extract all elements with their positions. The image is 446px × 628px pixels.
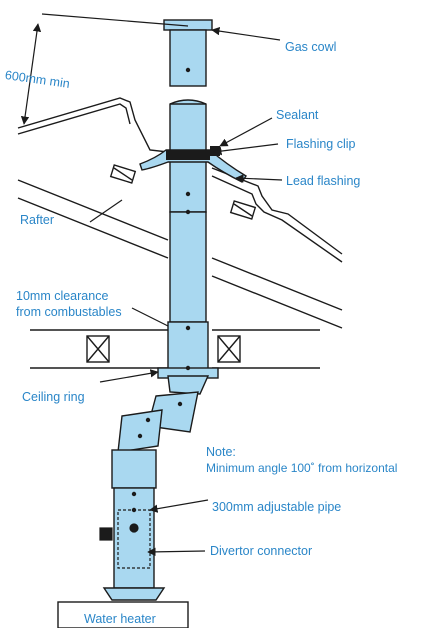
- roof-batten-right: [229, 200, 257, 220]
- roof-tiles: [17, 97, 343, 263]
- flashing-clip: [166, 150, 210, 160]
- divertor-connector-label: Divertor connector: [210, 544, 313, 558]
- clearance-label-line2: from combustables: [16, 305, 122, 319]
- ceiling-joist: [30, 329, 320, 369]
- water-heater-label: Water heater: [84, 612, 156, 626]
- sealant-label: Sealant: [276, 108, 319, 122]
- leader-lines: [89, 26, 283, 557]
- flashing-clip-label: Flashing clip: [286, 137, 356, 151]
- adjustable-pipe-label: 300mm adjustable pipe: [212, 500, 342, 514]
- roof-batten-left: [109, 164, 137, 184]
- lead-flashing-label: Lead flashing: [286, 174, 361, 188]
- dimension-600mm: [20, 13, 189, 125]
- pipe-rivets: [131, 67, 191, 513]
- ceiling-ring-label: Ceiling ring: [22, 390, 85, 404]
- gas-cowl-label: Gas cowl: [285, 40, 337, 54]
- note-title: Note:: [206, 445, 236, 459]
- note-text: Minimum angle 100˚ from horizontal: [206, 461, 398, 475]
- rafter: [17, 179, 343, 329]
- rafter-label: Rafter: [20, 213, 55, 227]
- water-heater: [57, 601, 189, 628]
- divertor-connector: [99, 509, 151, 569]
- clearance-label-line1: 10mm clearance: [16, 289, 109, 303]
